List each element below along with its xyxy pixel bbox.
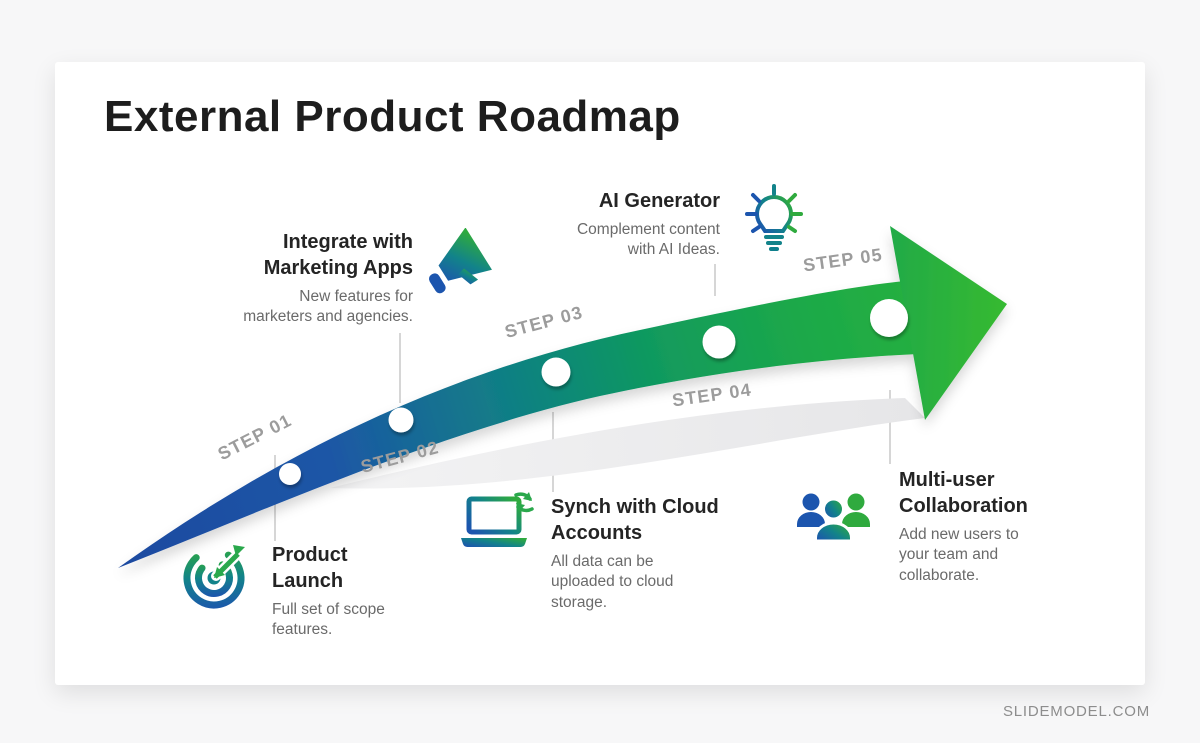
arrow-underside — [330, 398, 925, 489]
item-title: Synch with Cloud Accounts — [551, 496, 719, 544]
lightbulb-icon — [745, 184, 803, 251]
connector-step-02 — [399, 333, 401, 403]
connector-step-04 — [714, 264, 716, 296]
connector-step-05 — [889, 390, 891, 464]
item-title: AI Generator — [598, 190, 720, 212]
slide-title: External Product Roadmap — [104, 92, 681, 141]
item-multi-user-collaboration: Multi-user Collaboration Add new users t… — [899, 467, 1079, 586]
item-description: Full set of scope features. — [272, 601, 385, 639]
item-description: All data can be uploaded to cloud storag… — [551, 553, 674, 611]
people-group-icon — [797, 493, 870, 543]
item-description: Complement content with AI Ideas. — [576, 221, 720, 259]
target-icon — [183, 545, 245, 609]
step-dot-01 — [279, 463, 301, 485]
item-title: Multi-user Collaboration — [899, 469, 1028, 517]
item-product-launch: Product Launch Full set of scope feature… — [272, 542, 422, 641]
step-dot-02 — [388, 407, 414, 433]
item-ai-generator: AI Generator Complement content with AI … — [520, 188, 720, 261]
step-dot-04 — [702, 325, 736, 359]
megaphone-icon — [428, 228, 492, 294]
step-dot-05 — [870, 299, 908, 337]
item-title: Product Launch — [272, 544, 348, 592]
item-description: Add new users to your team and collabora… — [899, 526, 1019, 584]
laptop-sync-icon — [461, 492, 534, 547]
step-dot-03 — [541, 357, 571, 387]
item-description: New features for marketers and agencies. — [243, 288, 413, 326]
item-title: Integrate with Marketing Apps — [263, 231, 413, 279]
item-synch-cloud-accounts: Synch with Cloud Accounts All data can b… — [551, 494, 741, 613]
watermark: SLIDEMODEL.COM — [1002, 703, 1150, 720]
item-integrate-marketing-apps: Integrate with Marketing Apps New featur… — [213, 229, 413, 328]
arrow-head — [890, 226, 1007, 420]
